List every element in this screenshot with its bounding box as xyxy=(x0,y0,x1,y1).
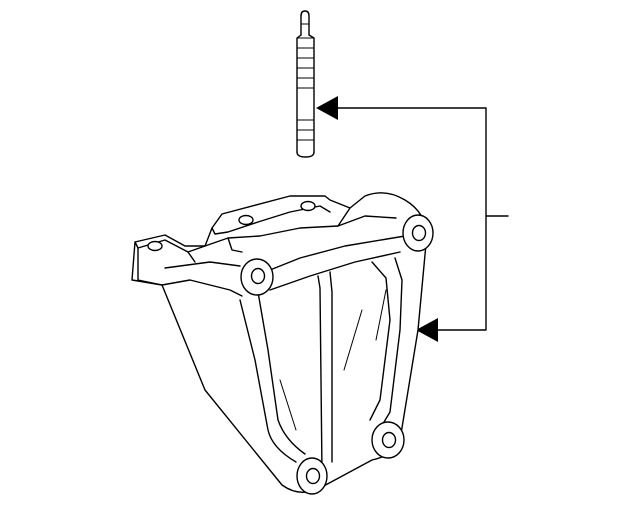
mount-hole xyxy=(238,214,254,226)
mount-hole xyxy=(300,200,316,212)
arrow-icon xyxy=(416,318,438,342)
mounting-bracket-icon xyxy=(131,192,434,495)
stud-bolt-icon xyxy=(296,10,315,158)
stud-shaft xyxy=(296,34,315,153)
arrow-icon xyxy=(316,96,338,120)
callout-leader xyxy=(316,96,509,342)
stud-tip xyxy=(300,10,310,36)
left-tab xyxy=(134,239,206,253)
top-flange xyxy=(211,205,331,235)
mount-hole xyxy=(147,240,163,252)
